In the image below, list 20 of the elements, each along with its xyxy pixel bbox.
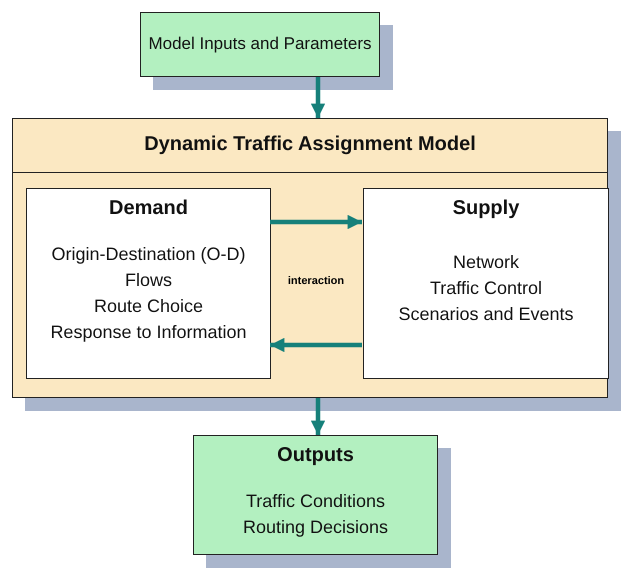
box-heading: Demand (108, 196, 189, 221)
demand-box (26, 188, 271, 379)
box-text: Route Choice (92, 295, 204, 318)
arrow (270, 338, 362, 352)
arrow (310, 77, 326, 118)
box-text: Model Inputs and Parameters (147, 33, 372, 55)
box-heading: Dynamic Traffic Assignment Model (143, 132, 477, 157)
box-text: Response to Information (49, 321, 248, 344)
arrow (310, 398, 326, 435)
supply-box (363, 188, 609, 379)
box-text: Network (452, 251, 520, 274)
box-heading: Outputs (276, 443, 355, 468)
box-text: Origin-Destination (O-D) Flows (50, 243, 247, 292)
arrow (270, 214, 362, 230)
box-text: Traffic Control (428, 277, 544, 300)
box-text: Routing Decisions (242, 516, 390, 539)
interaction-label: interaction (286, 275, 346, 287)
box-text: Traffic Conditions (244, 490, 386, 513)
box-text: Scenarios and Events (397, 303, 575, 326)
box-heading: Supply (452, 196, 520, 221)
